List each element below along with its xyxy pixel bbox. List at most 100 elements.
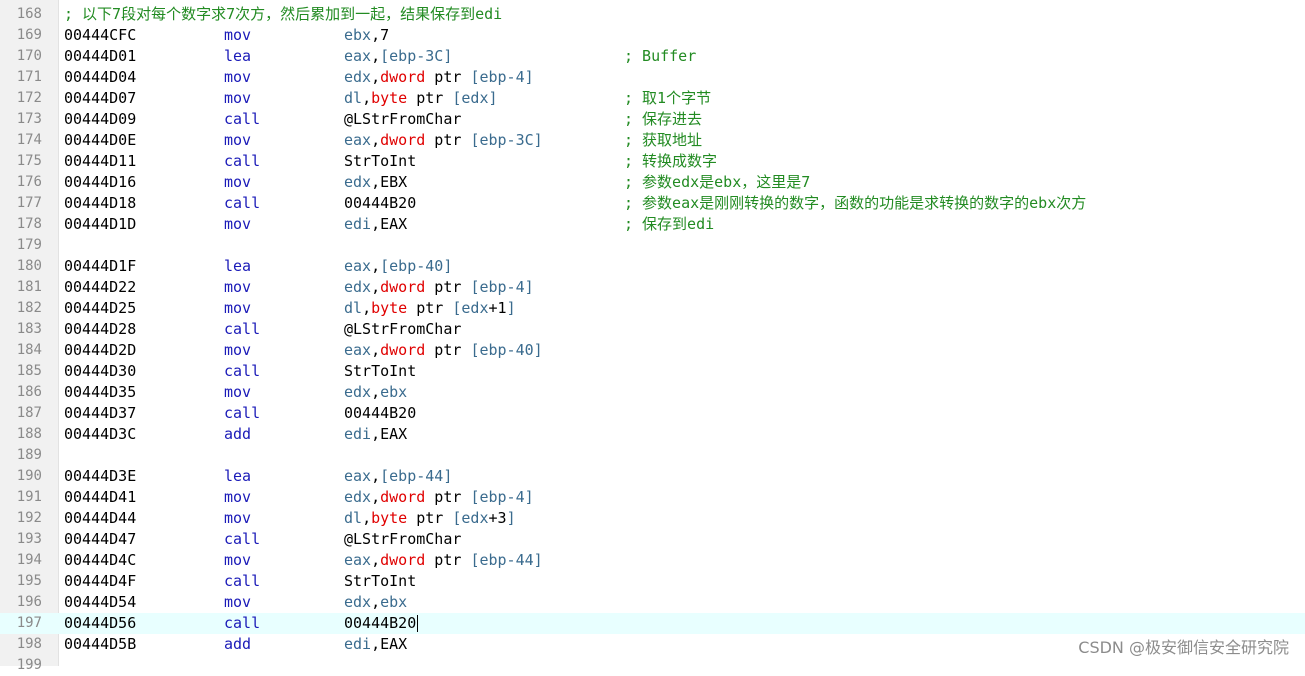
operands: StrToInt (344, 571, 416, 592)
line-number: 195 (16, 573, 42, 589)
code-text[interactable]: 00444D54 mov edx,ebx (64, 592, 1294, 613)
register-token: eax (344, 341, 372, 359)
line-number: 197 (16, 615, 42, 631)
operand-token: 00444B20 (344, 404, 417, 422)
address: 00444D54 (64, 593, 137, 611)
size-keyword-token: dword (380, 68, 426, 86)
mnemonic: mov (224, 215, 252, 233)
code-line[interactable]: 179 (0, 235, 1305, 256)
line-number: 175 (16, 153, 42, 169)
code-text[interactable]: ; 以下7段对每个数字求7次方，然后累加到一起，结果保存到edi (64, 4, 1294, 25)
register-token: edx (344, 383, 372, 401)
address: 00444D09 (64, 110, 137, 128)
operands: edx,ebx (344, 592, 407, 613)
line-number: 171 (16, 69, 42, 85)
size-keyword-token: dword (380, 551, 426, 569)
address: 00444D4F (64, 572, 137, 590)
code-line[interactable]: 168; 以下7段对每个数字求7次方，然后累加到一起，结果保存到edi (0, 4, 1305, 25)
register-token: [ebp-3C] (380, 47, 453, 65)
operand-token: ptr (425, 278, 471, 296)
operands: eax,dword ptr [ebp-40] (344, 340, 543, 361)
code-line[interactable]: 189 (0, 445, 1305, 466)
operand-token: ,EAX (371, 635, 408, 653)
address: 00444D5B (64, 635, 137, 653)
code-text[interactable] (64, 445, 1294, 466)
register-token: dl (344, 299, 363, 317)
size-keyword-token: dword (380, 488, 426, 506)
mnemonic: mov (224, 593, 252, 611)
mnemonic: call (224, 404, 261, 422)
register-token: dl (344, 89, 363, 107)
address: 00444D1F (64, 257, 137, 275)
operand-token: StrToInt (344, 572, 417, 590)
register-token: [edx] (452, 89, 498, 107)
operand-token: ptr (407, 89, 453, 107)
register-token: [ebp-44] (470, 551, 543, 569)
operand-token: , (371, 68, 381, 86)
line-number: 183 (16, 321, 42, 337)
mnemonic: mov (224, 131, 252, 149)
code-text[interactable] (64, 235, 1294, 256)
line-number: 187 (16, 405, 42, 421)
mnemonic: mov (224, 173, 252, 191)
address: 00444D18 (64, 194, 137, 212)
mnemonic: call (224, 110, 261, 128)
